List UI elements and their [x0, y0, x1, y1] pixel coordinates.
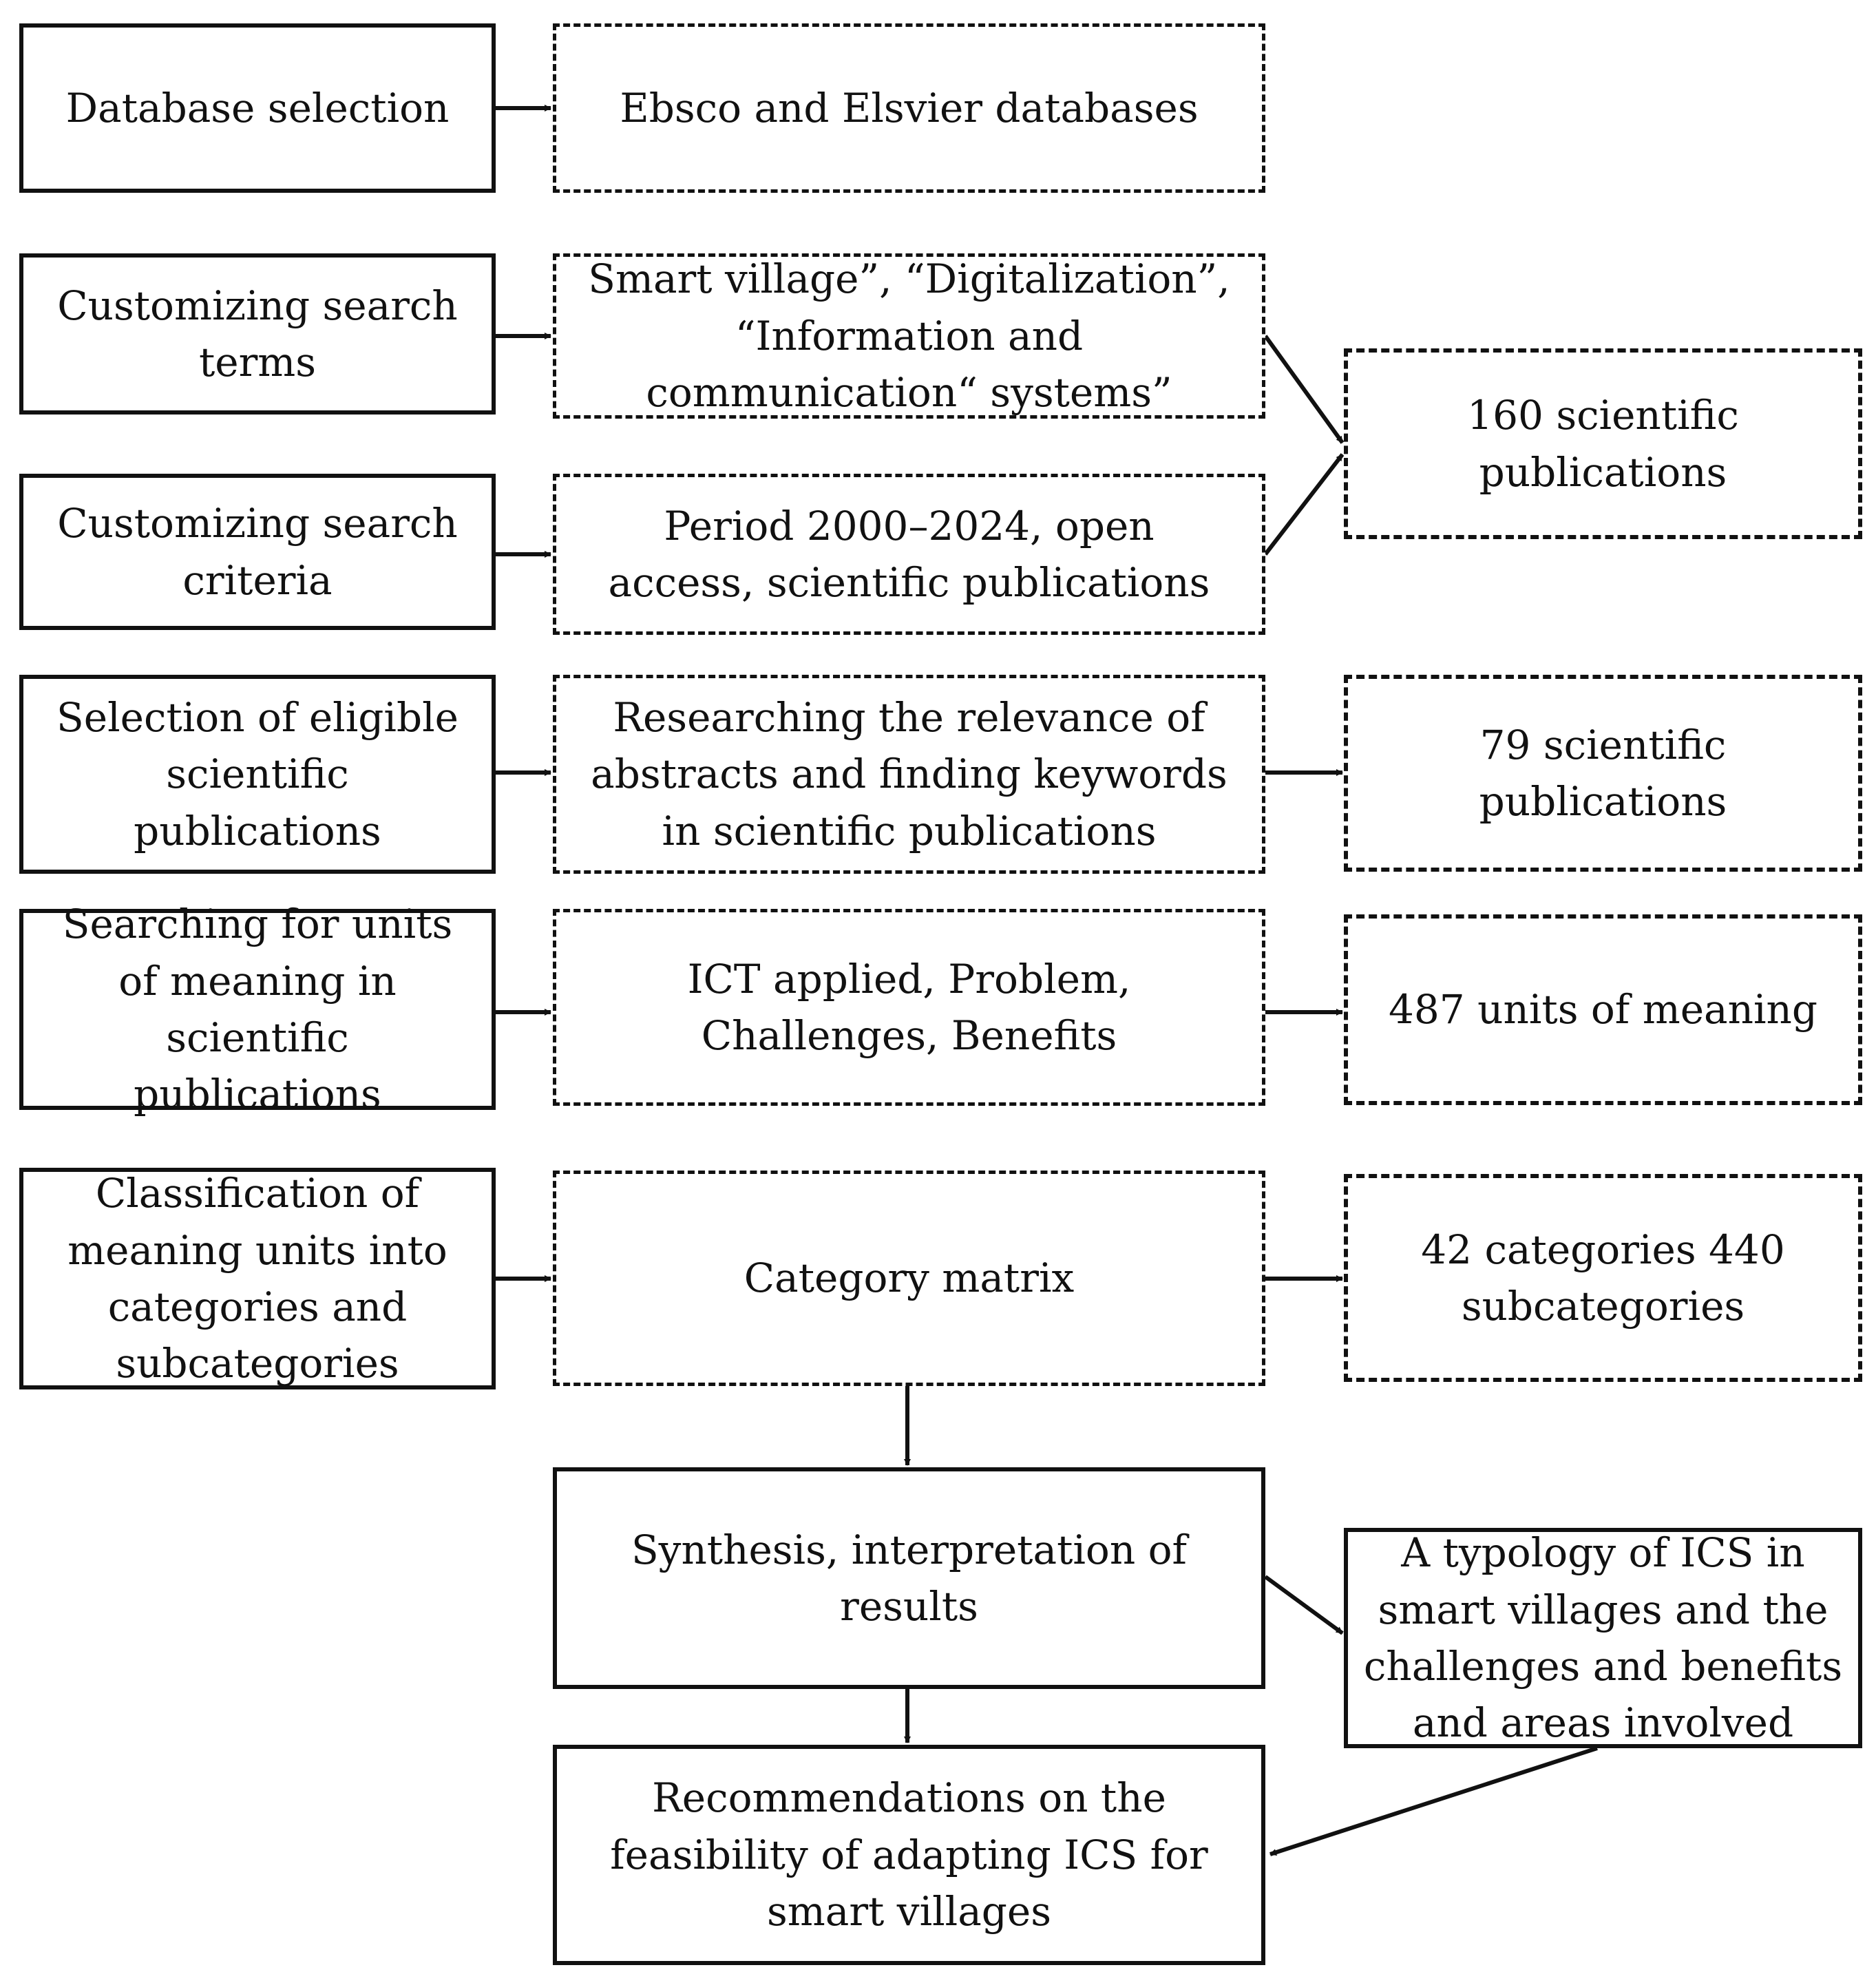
- result-typology: A typology of ICS in smart villages and …: [1344, 1528, 1862, 1748]
- result-160-publications: 160 scientific publications: [1344, 348, 1862, 539]
- detail-search-criteria: Period 2000–2024, open access, scientifi…: [553, 474, 1265, 635]
- arrow-typology-to-recommendations: [1269, 1746, 1598, 1856]
- result-categories: 42 categories 440 subcategories: [1344, 1174, 1862, 1382]
- recommendations-label: Recommendations on the feasibility of ad…: [610, 1774, 1208, 1935]
- step-selection-eligible-publications: Selection of eligible scientific publica…: [19, 675, 496, 874]
- arrow-search-criteria-to-160: [1263, 453, 1345, 556]
- detail-databases: Ebsco and Elsvier databases: [553, 23, 1265, 193]
- step-customizing-search-criteria: Customizing search criteria: [19, 474, 496, 630]
- detail-search-criteria-label: Period 2000–2024, open access, scientifi…: [608, 502, 1210, 606]
- result-typology-label: A typology of ICS in smart villages and …: [1363, 1529, 1843, 1747]
- detail-meaning-units-label: ICT applied, Problem, Challenges, Benefi…: [687, 955, 1131, 1059]
- result-487-units: 487 units of meaning: [1344, 914, 1862, 1105]
- step-selection-eligible-publications-label: Selection of eligible scientific publica…: [56, 693, 459, 854]
- detail-search-terms-label: Smart village”, “Digitalization”, “Infor…: [588, 255, 1230, 417]
- result-487-units-label: 487 units of meaning: [1388, 986, 1818, 1034]
- result-categories-label: 42 categories 440 subcategories: [1421, 1226, 1785, 1330]
- step-searching-units-of-meaning-label: Searching for units of meaning in scient…: [62, 901, 453, 1118]
- detail-relevance: Researching the relevance of abstracts a…: [553, 675, 1265, 874]
- detail-databases-label: Ebsco and Elsvier databases: [620, 84, 1199, 132]
- synthesis-label: Synthesis, interpretation of results: [631, 1526, 1188, 1630]
- detail-meaning-units: ICT applied, Problem, Challenges, Benefi…: [553, 909, 1265, 1106]
- step-database-selection-label: Database selection: [65, 84, 450, 132]
- detail-category-matrix: Category matrix: [553, 1171, 1265, 1386]
- step-searching-units-of-meaning: Searching for units of meaning in scient…: [19, 901, 496, 1118]
- detail-search-terms: Smart village”, “Digitalization”, “Infor…: [553, 253, 1265, 419]
- result-79-publications: 79 scientific publications: [1344, 675, 1862, 872]
- step-database-selection: Database selection: [19, 23, 496, 193]
- result-160-publications-label: 160 scientific publications: [1467, 392, 1739, 496]
- recommendations-box: Recommendations on the feasibility of ad…: [553, 1745, 1265, 1965]
- step-customizing-search-terms-label: Customizing search terms: [57, 282, 458, 386]
- step-customizing-search-terms: Customizing search terms: [19, 253, 496, 415]
- step-classification: Classification of meaning units into cat…: [19, 1168, 496, 1389]
- arrow-synthesis-to-typology: [1264, 1575, 1344, 1635]
- synthesis-box: Synthesis, interpretation of results: [553, 1467, 1265, 1689]
- arrow-search-terms-to-160: [1263, 335, 1345, 444]
- step-customizing-search-criteria-label: Customizing search criteria: [57, 500, 458, 604]
- detail-category-matrix-label: Category matrix: [744, 1255, 1075, 1302]
- result-79-publications-label: 79 scientific publications: [1479, 721, 1727, 825]
- step-classification-label: Classification of meaning units into cat…: [67, 1170, 447, 1387]
- detail-relevance-label: Researching the relevance of abstracts a…: [591, 693, 1227, 854]
